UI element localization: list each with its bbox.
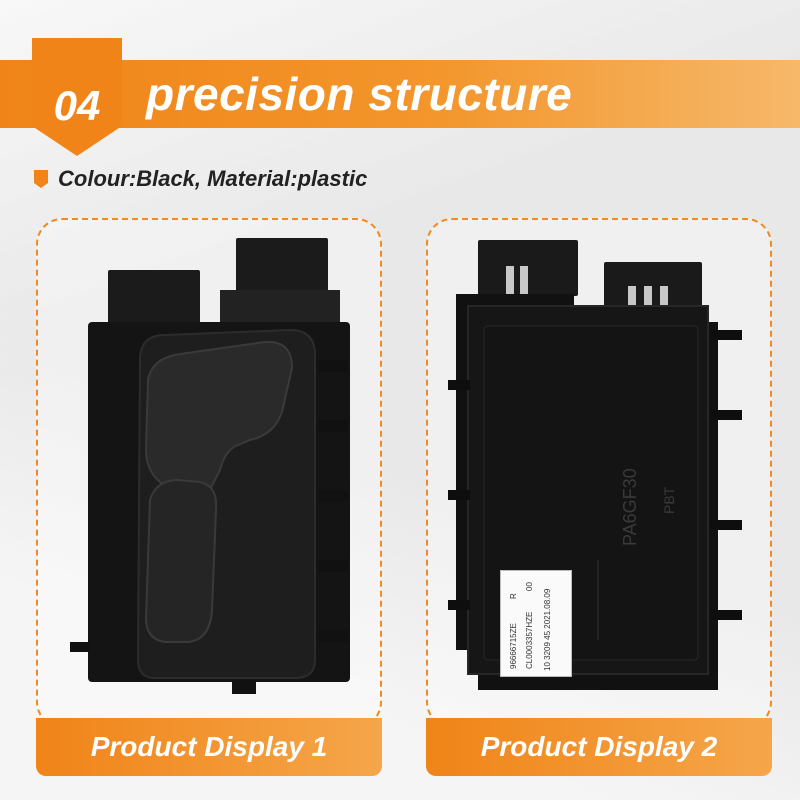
number-badge: 04	[32, 38, 122, 156]
section-title: precision structure	[146, 68, 573, 120]
sticker-code: CL0003357HZE	[525, 611, 534, 669]
seat-switch-back-image: PA6GF30 PBT	[448, 240, 742, 690]
caption-product-display-1: Product Display 1	[36, 718, 382, 776]
mold-text-2: PBT	[661, 486, 677, 514]
section-number: 04	[53, 82, 101, 129]
mold-text: PA6GF30	[620, 468, 640, 546]
sticker-part-suffix: R	[509, 593, 518, 599]
spec-text: Colour:Black, Material:plastic	[58, 166, 368, 191]
header-band	[0, 60, 800, 128]
bullet-marker-icon	[34, 170, 48, 188]
seat-switch-front-image	[70, 238, 350, 694]
sticker-code-suffix: 00	[525, 582, 534, 591]
caption-product-display-2: Product Display 2	[426, 718, 772, 776]
sticker-date: 10 3209 45 2021.08.09	[543, 588, 552, 671]
product-sticker: 96666715ZE R CL0003357HZE 00 10 3209 45 …	[500, 570, 572, 677]
spec-line: Colour:Black, Material:plastic	[34, 166, 367, 192]
sticker-part-number: 96666715ZE	[509, 623, 518, 669]
